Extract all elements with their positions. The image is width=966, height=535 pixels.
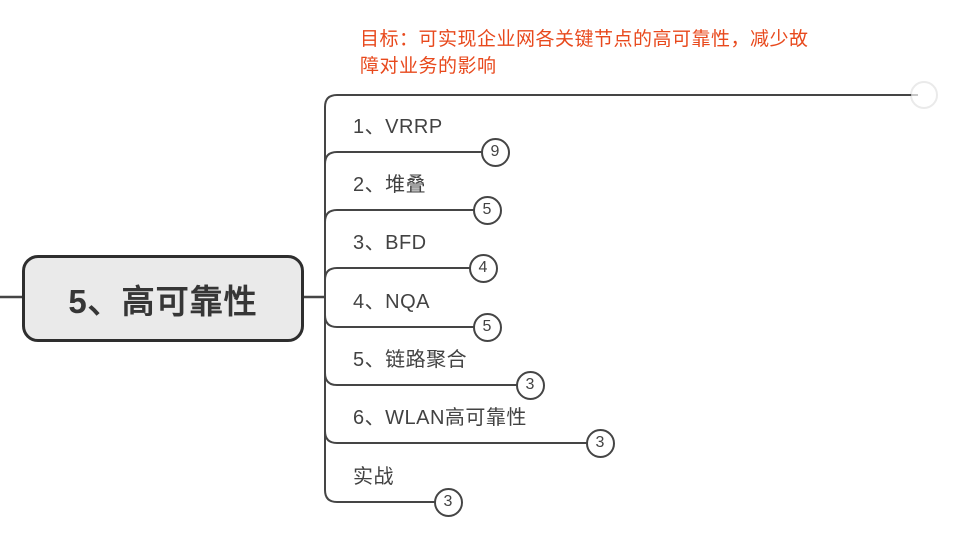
branch-count-badge[interactable]: 5 bbox=[472, 312, 502, 342]
branch-count-badge[interactable]: 4 bbox=[468, 253, 498, 283]
goal-note-topic[interactable]: 目标：可实现企业网各关键节点的高可靠性，减少故 障对业务的影响 bbox=[360, 29, 809, 77]
branch-topic-label[interactable]: 5、链路聚合 bbox=[353, 349, 468, 371]
branch-count-badge[interactable]: 5 bbox=[472, 195, 502, 225]
branch-topic-label[interactable]: 6、WLAN高可靠性 bbox=[353, 407, 527, 429]
branch-count-badge[interactable]: 3 bbox=[585, 428, 615, 458]
branch-topic-label[interactable]: 1、VRRP bbox=[353, 116, 443, 138]
branch-count-badge[interactable]: 3 bbox=[515, 370, 545, 400]
branch-topic-label[interactable]: 3、BFD bbox=[353, 232, 427, 254]
branch-topic-label[interactable]: 4、NQA bbox=[353, 291, 430, 313]
topic-node-main[interactable]: 5、高可靠性 bbox=[22, 255, 304, 342]
branch-topic-label[interactable]: 2、堆叠 bbox=[353, 174, 427, 196]
branch-count-badge[interactable]: 3 bbox=[433, 487, 463, 517]
branch-count-badge[interactable]: 9 bbox=[480, 137, 510, 167]
branch-topic-label[interactable]: 实战 bbox=[353, 466, 394, 488]
topic-node-label: 5、高可靠性 bbox=[68, 282, 258, 320]
collapsed-branch-ghost-indicator bbox=[910, 81, 938, 109]
